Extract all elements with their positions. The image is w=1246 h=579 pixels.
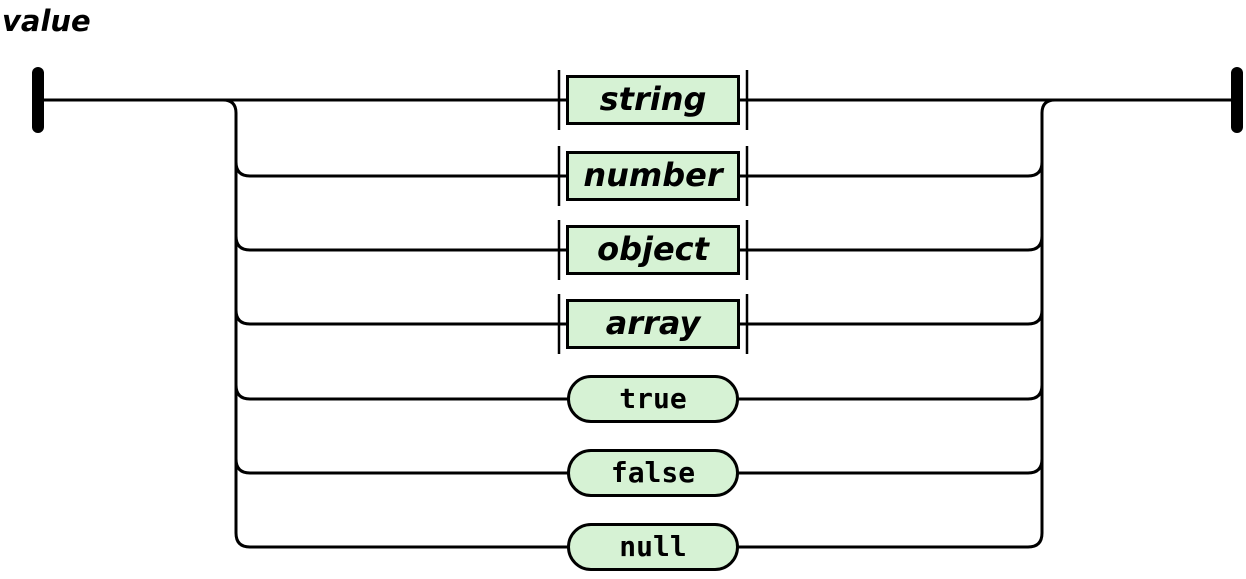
end-marker [1231,67,1243,133]
node-null: null [567,523,739,571]
node-string-label: string [599,80,707,118]
node-string: string [566,75,740,125]
nonterminal-ticks [557,70,749,354]
node-number: number [566,151,740,201]
node-object-label: object [597,230,709,268]
node-true-label: true [619,381,687,415]
node-true: true [567,375,739,423]
node-array: array [566,299,740,349]
node-object: object [566,225,740,275]
node-false: false [567,449,739,497]
node-number-label: number [583,156,723,194]
node-array-label: array [605,304,701,342]
left-branch-rail [222,98,251,549]
node-null-label: null [619,529,687,563]
right-branch-rail [1027,98,1056,549]
right-row-curves [1027,161,1044,475]
left-row-curves [234,161,251,475]
diagram-title: value [2,4,91,38]
start-marker [32,67,44,133]
node-false-label: false [610,455,696,489]
